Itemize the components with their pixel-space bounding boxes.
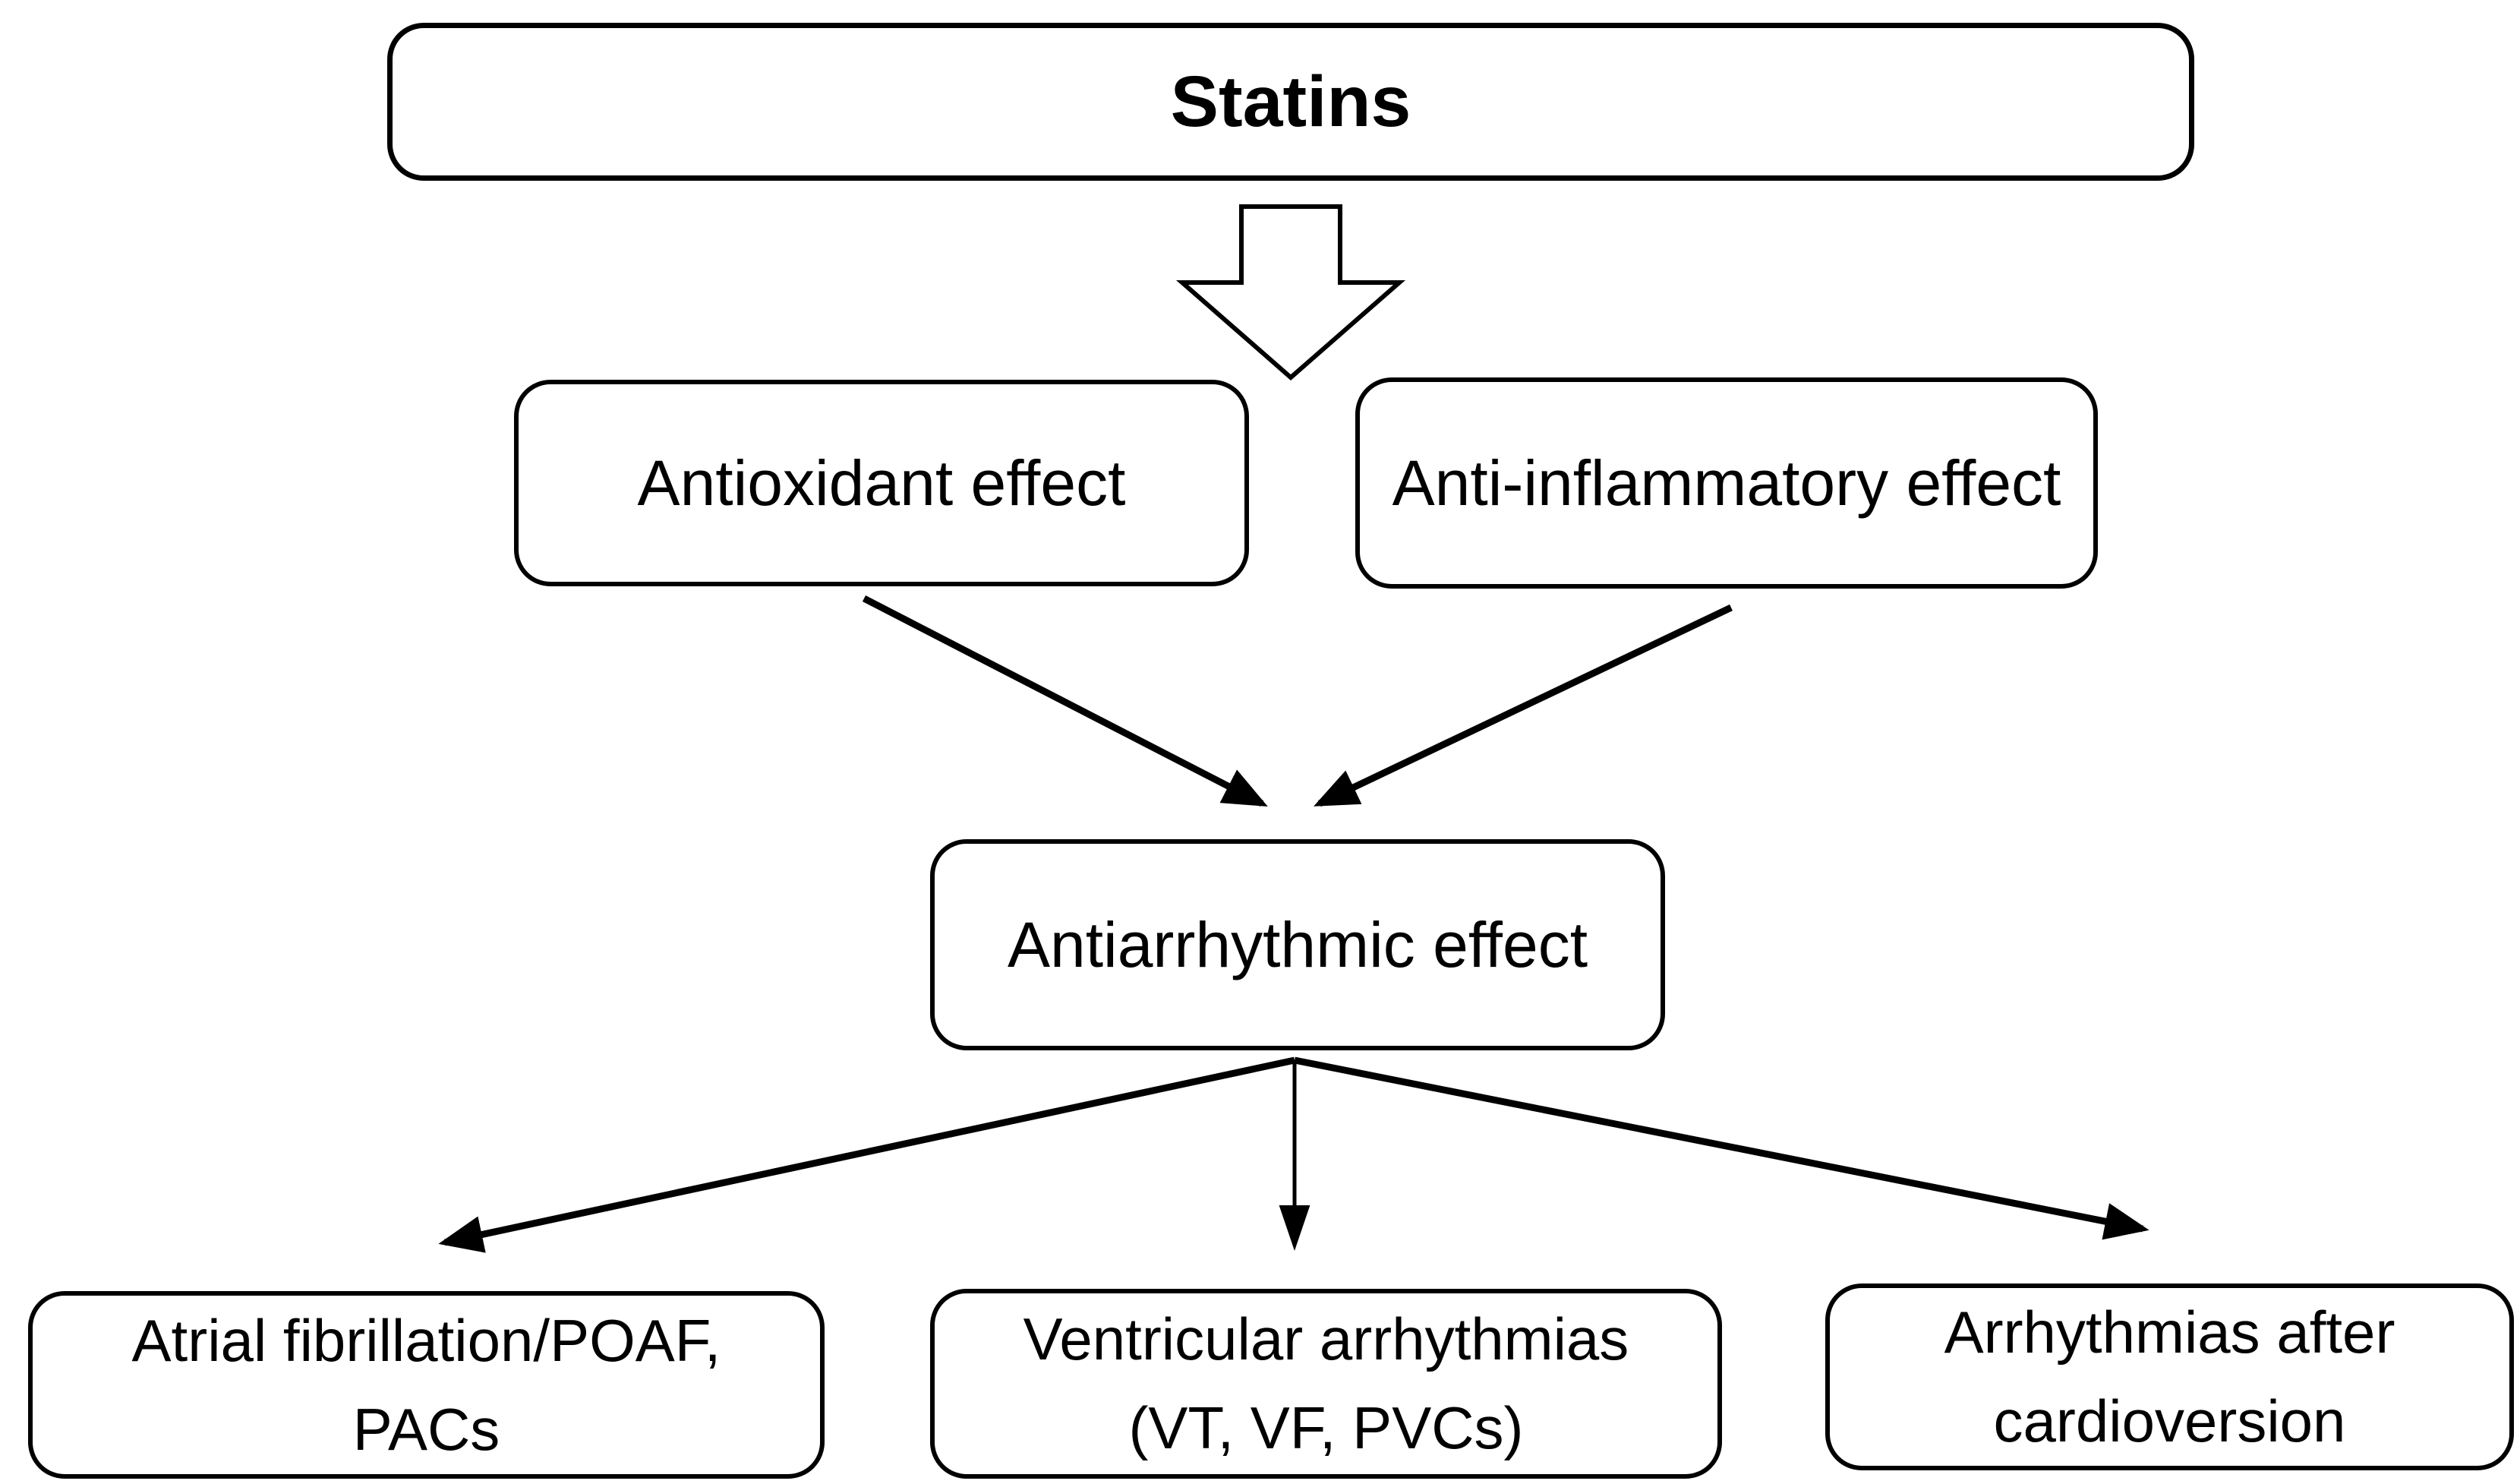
node-ventricular-arrhythmias-label: Ventricular arrhythmias (VT, VF, PVCs) <box>1023 1295 1629 1473</box>
arrow-antiarrhythmic-to-atrial <box>438 1056 1295 1253</box>
node-anti-inflammatory-label: Anti-inflammatory effect <box>1392 447 2061 519</box>
node-antiarrhythmic-label: Antiarrhythmic effect <box>1007 908 1588 980</box>
node-statins: Statins <box>387 23 2194 181</box>
node-atrial-fibrillation-line2: PACs <box>352 1395 500 1463</box>
arrow-antioxidant-to-antiarrhythmic <box>862 595 1268 807</box>
node-antioxidant-effect: Antioxidant effect <box>514 380 1249 586</box>
arrow-antiarrhythmic-to-cardioversion <box>1294 1056 2149 1240</box>
node-atrial-fibrillation: Atrial fibrillation/POAF, PACs <box>28 1291 825 1479</box>
node-anti-inflammatory-effect: Anti-inflammatory effect <box>1355 377 2098 589</box>
node-arrhythmias-after-cardioversion: Arrhythmias after cardioversion <box>1825 1284 2514 1470</box>
node-atrial-fibrillation-label: Atrial fibrillation/POAF, PACs <box>132 1296 721 1474</box>
node-antioxidant-label: Antioxidant effect <box>637 447 1126 519</box>
node-antiarrhythmic-effect: Antiarrhythmic effect <box>930 839 1665 1050</box>
node-ventricular-arrhythmias-line2: (VT, VF, PVCs) <box>1128 1394 1524 1461</box>
node-ventricular-arrhythmias: Ventricular arrhythmias (VT, VF, PVCs) <box>930 1289 1722 1479</box>
node-arrhythmias-after-cardioversion-line1: Arrhythmias after <box>1944 1299 2395 1366</box>
arrow-antiinflammatory-to-antiarrhythmic <box>1314 604 1733 807</box>
node-arrhythmias-after-cardioversion-line2: cardioversion <box>1993 1388 2346 1454</box>
node-atrial-fibrillation-line1: Atrial fibrillation/POAF, <box>131 1306 721 1374</box>
node-arrhythmias-after-cardioversion-label: Arrhythmias after cardioversion <box>1944 1288 2395 1466</box>
node-ventricular-arrhythmias-line1: Ventricular arrhythmias <box>1023 1306 1629 1372</box>
node-statins-label: Statins <box>1170 61 1411 142</box>
down-block-arrow-icon <box>1176 204 1405 380</box>
